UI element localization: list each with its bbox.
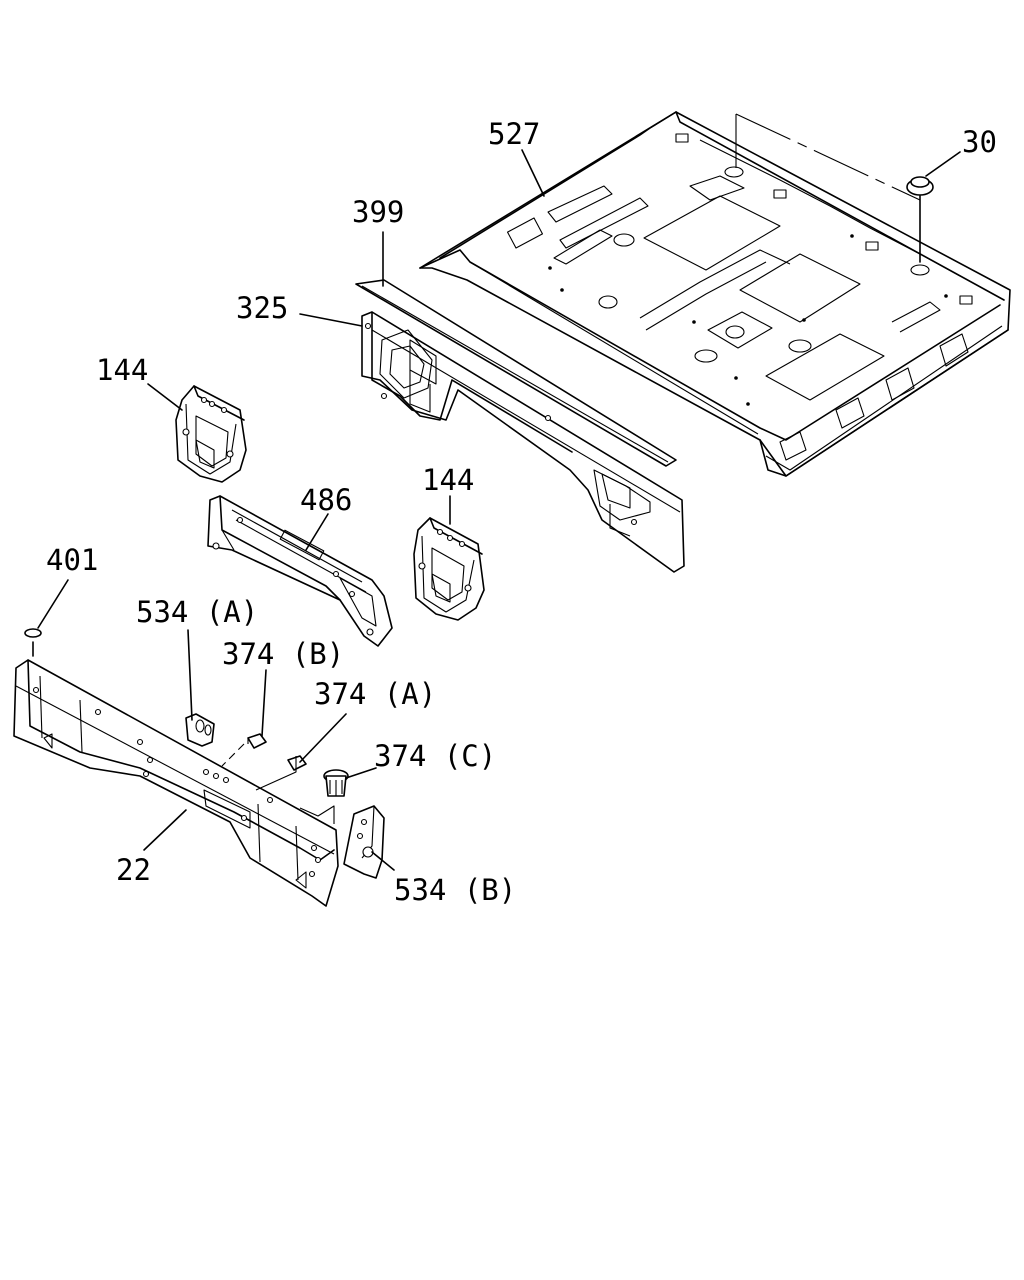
callout-22: 22 <box>116 853 151 887</box>
callout-527: 527 <box>488 117 540 151</box>
plug-401 <box>24 628 42 657</box>
dashed-leader <box>735 113 921 201</box>
grommet-30 <box>906 176 934 276</box>
callout-534b: 534 (B) <box>394 873 516 907</box>
channel-486 <box>207 495 393 647</box>
callout-374b: 374 (B) <box>222 637 344 671</box>
crossmember-325 <box>361 311 685 573</box>
clip-374b <box>221 733 267 767</box>
nut-374c <box>323 769 349 797</box>
bracket-534a <box>185 713 215 747</box>
bracket-534b <box>343 805 385 879</box>
callout-144-right: 144 <box>422 463 474 497</box>
callout-325: 325 <box>236 291 288 325</box>
callout-374a: 374 (A) <box>314 677 436 711</box>
callout-30: 30 <box>962 125 997 159</box>
strip-399 <box>355 279 677 467</box>
callout-401: 401 <box>46 543 98 577</box>
bracket-144-left <box>175 385 247 483</box>
callout-399: 399 <box>352 195 404 229</box>
callout-374c: 374 (C) <box>374 739 496 773</box>
leader-lines <box>37 149 961 871</box>
bracket-144-right <box>413 517 485 621</box>
callout-144-left: 144 <box>96 353 148 387</box>
callout-534a: 534 (A) <box>136 595 258 629</box>
floor-panel-527 <box>419 111 1011 477</box>
clip-374a <box>255 755 335 824</box>
callout-486: 486 <box>300 483 352 517</box>
crossmember-22 <box>13 659 339 907</box>
